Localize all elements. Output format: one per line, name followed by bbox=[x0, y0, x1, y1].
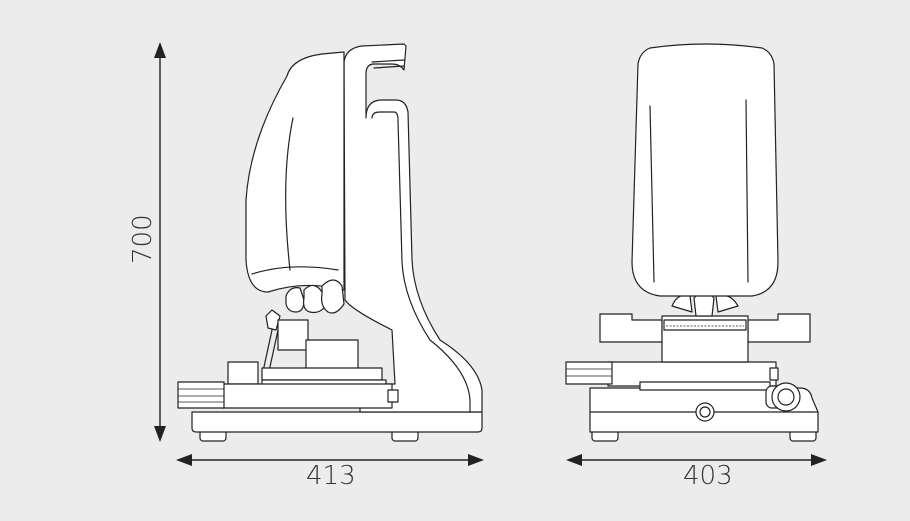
height-dimension-label: 700 bbox=[128, 214, 158, 264]
side-view bbox=[177, 43, 483, 442]
front-width-dimension-line bbox=[566, 454, 827, 466]
front-width-dimension-label: 403 bbox=[683, 461, 733, 491]
front-view bbox=[565, 43, 819, 442]
side-width-dimension-label: 413 bbox=[306, 461, 356, 491]
height-dimension-line bbox=[154, 42, 166, 442]
side-width-dimension-line bbox=[176, 454, 484, 466]
